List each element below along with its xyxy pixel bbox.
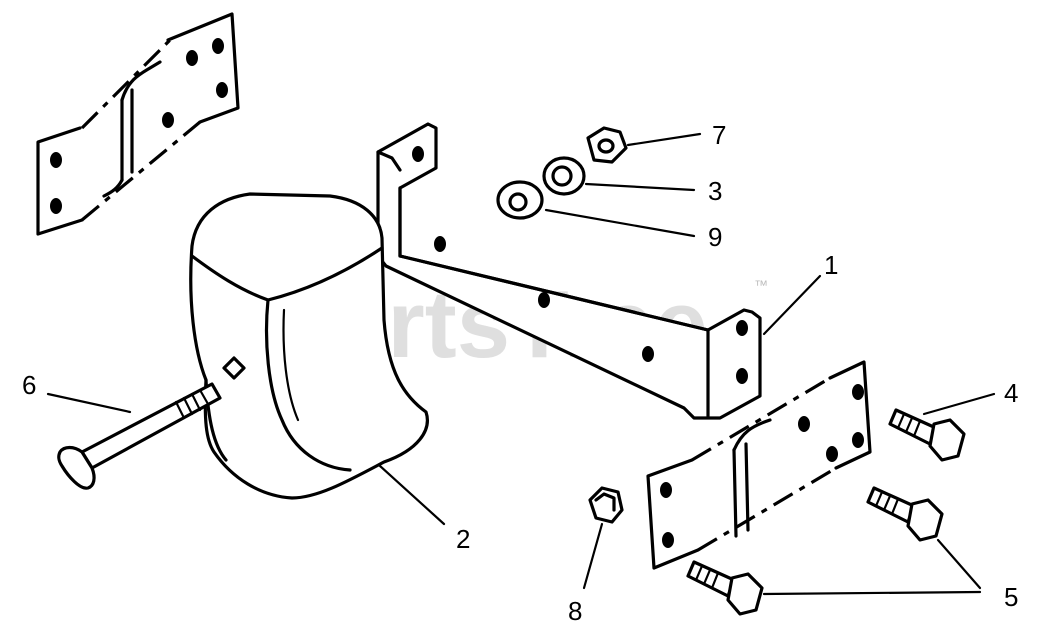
callout-4: 4 [1004,378,1018,408]
callout-2: 2 [456,524,470,554]
part-2-cover [189,192,429,500]
callout-3: 3 [708,176,722,206]
part-7-hex-nut [586,126,628,164]
leader-2 [378,464,446,526]
callout-7: 7 [712,120,726,150]
callout-8: 8 [568,596,582,626]
part-5-hex-bolt-upper [866,486,944,542]
lower-right-mounting-plate [646,360,872,570]
leader-1 [762,274,822,336]
leader-5a [936,538,982,590]
callout-5: 5 [1004,582,1018,612]
leader-4 [922,392,996,416]
part-3-lock-washer [542,156,586,196]
part-9-flat-washer [496,180,544,220]
part-8-nut [588,486,624,524]
watermark-trademark: ™ [754,277,768,293]
callout-9: 9 [708,222,722,252]
part-1-bracket [376,122,762,420]
callout-6: 6 [22,370,36,400]
part-4-hex-bolt [888,408,966,462]
leader-8 [582,522,604,590]
upper-left-mounting-plate [36,12,240,236]
leader-3 [584,182,696,192]
leader-lines [46,132,996,596]
leader-9 [544,208,696,238]
leader-7 [626,132,702,147]
leader-6 [46,392,132,414]
callout-1: 1 [824,250,838,280]
part-6-carriage-bolt [57,382,222,490]
leader-5b [762,590,982,596]
part-5-hex-bolt-lower [686,560,764,616]
